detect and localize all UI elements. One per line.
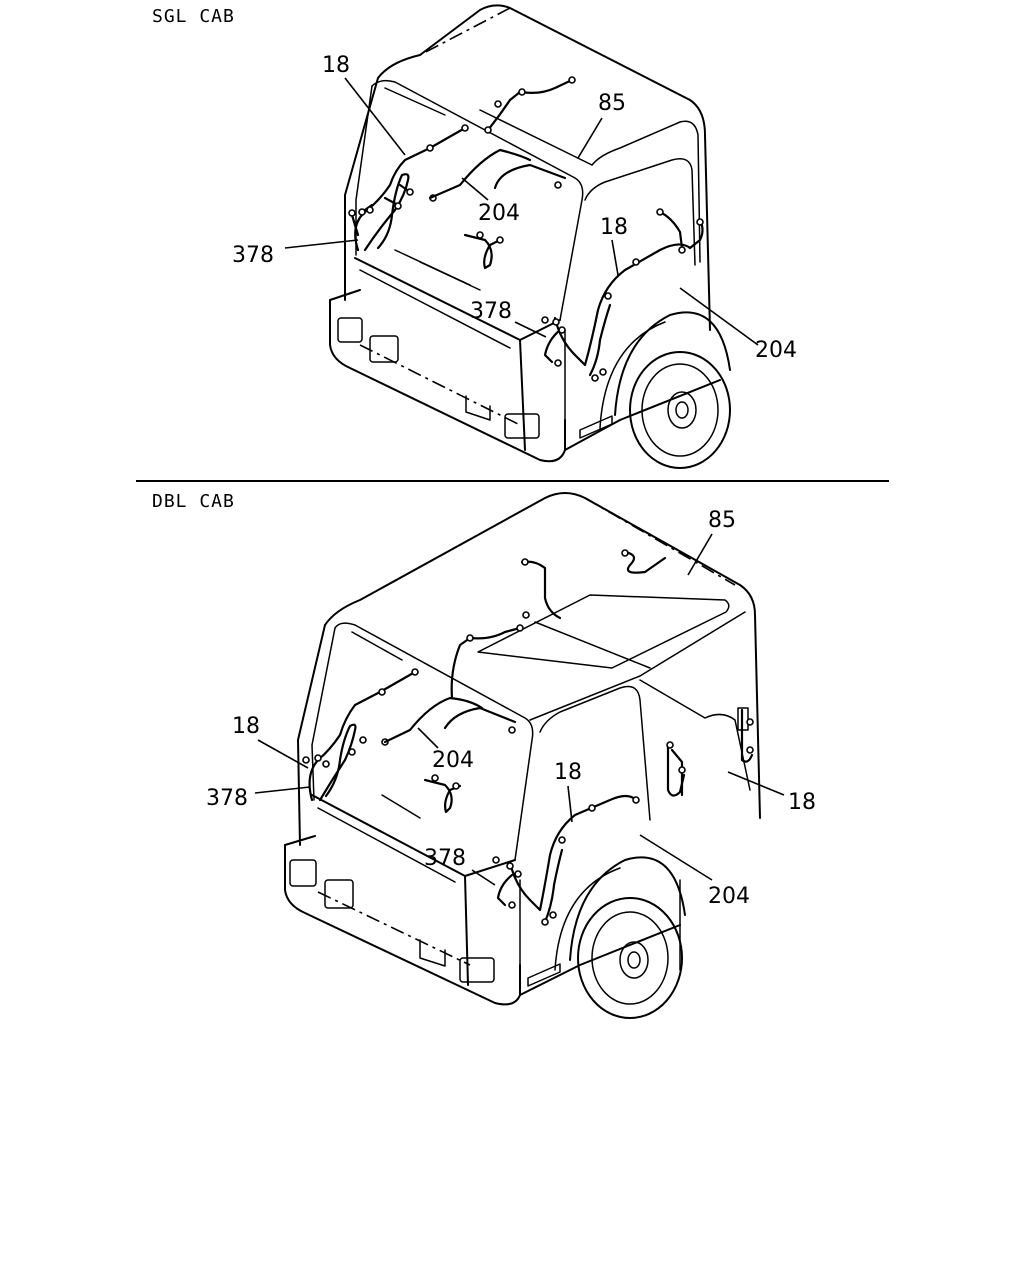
callout-18-dbl-door: 18 — [554, 760, 582, 785]
callout-378-sgl-left: 378 — [232, 243, 274, 268]
callout-18-dbl-rear: 18 — [788, 790, 816, 815]
callout-85-sgl: 85 — [598, 91, 626, 116]
sgl-cab-section: SGL CAB — [152, 4, 797, 469]
callout-204-dbl-right: 204 — [708, 884, 750, 909]
callout-18-dbl-left: 18 — [232, 714, 260, 739]
callout-378-sgl-right: 378 — [470, 299, 512, 324]
section-title-sgl-cab: SGL CAB — [152, 6, 235, 27]
section-title-dbl-cab: DBL CAB — [152, 491, 235, 512]
callout-204-dbl-left: 204 — [432, 748, 474, 773]
callout-204-sgl-right: 204 — [755, 338, 797, 363]
dbl-cab-section: DBL CAB — [152, 491, 816, 1019]
callout-18-sgl-right: 18 — [600, 215, 628, 240]
callout-18-sgl-upper: 18 — [322, 53, 350, 78]
callout-204-sgl-left: 204 — [478, 201, 520, 226]
sgl-cab-illustration — [329, 4, 731, 469]
callout-378-dbl-left: 378 — [206, 786, 248, 811]
callout-378-dbl-right: 378 — [424, 846, 466, 871]
callout-85-dbl: 85 — [708, 508, 736, 533]
dbl-cab-illustration — [284, 492, 761, 1019]
